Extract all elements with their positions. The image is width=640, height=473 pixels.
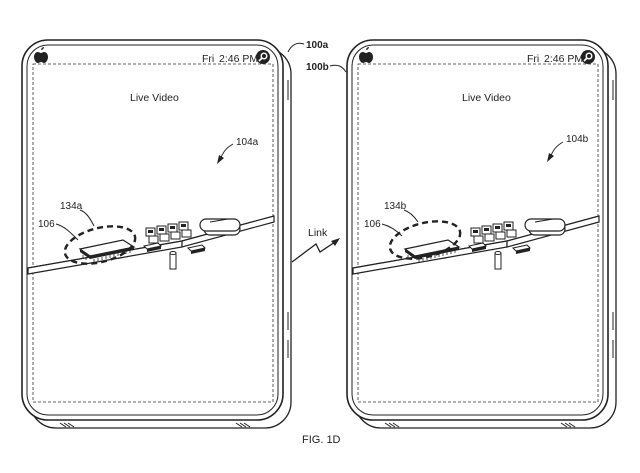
highlight-ref-label: 134b [384,201,407,212]
device-ref-label: 100a [306,40,329,51]
device-100a: Fri 2:46 PM Live Video 104a 134a 106 100… [22,40,329,428]
device-ref-label: 100b [306,62,329,73]
chip-ref-label: 106 [364,219,381,230]
device-100b: Fri 2:46 PM Live Video 104b 134b 106 100… [306,40,616,428]
status-day: Fri [527,53,539,65]
search-icon[interactable] [256,50,270,64]
status-time: 2:46 PM [219,53,258,65]
status-day: Fri [202,53,214,65]
view-ref-label: 104b [566,134,589,145]
device-ref-leader [330,65,346,72]
figure-caption: FIG. 1D [302,434,341,446]
highlight-ref-label: 134a [60,201,83,212]
device-ref-leader [288,43,304,52]
screen-title: Live Video [462,92,511,104]
lightning-link-icon [292,240,338,262]
search-icon[interactable] [581,50,595,64]
lightning-arrowhead [331,238,340,246]
link-label: Link [308,227,328,239]
view-ref-label: 104a [236,137,259,148]
screen-title: Live Video [130,92,179,104]
chip-ref-label: 106 [38,219,55,230]
link-connection: Link [292,227,340,262]
status-time: 2:46 PM [544,53,583,65]
